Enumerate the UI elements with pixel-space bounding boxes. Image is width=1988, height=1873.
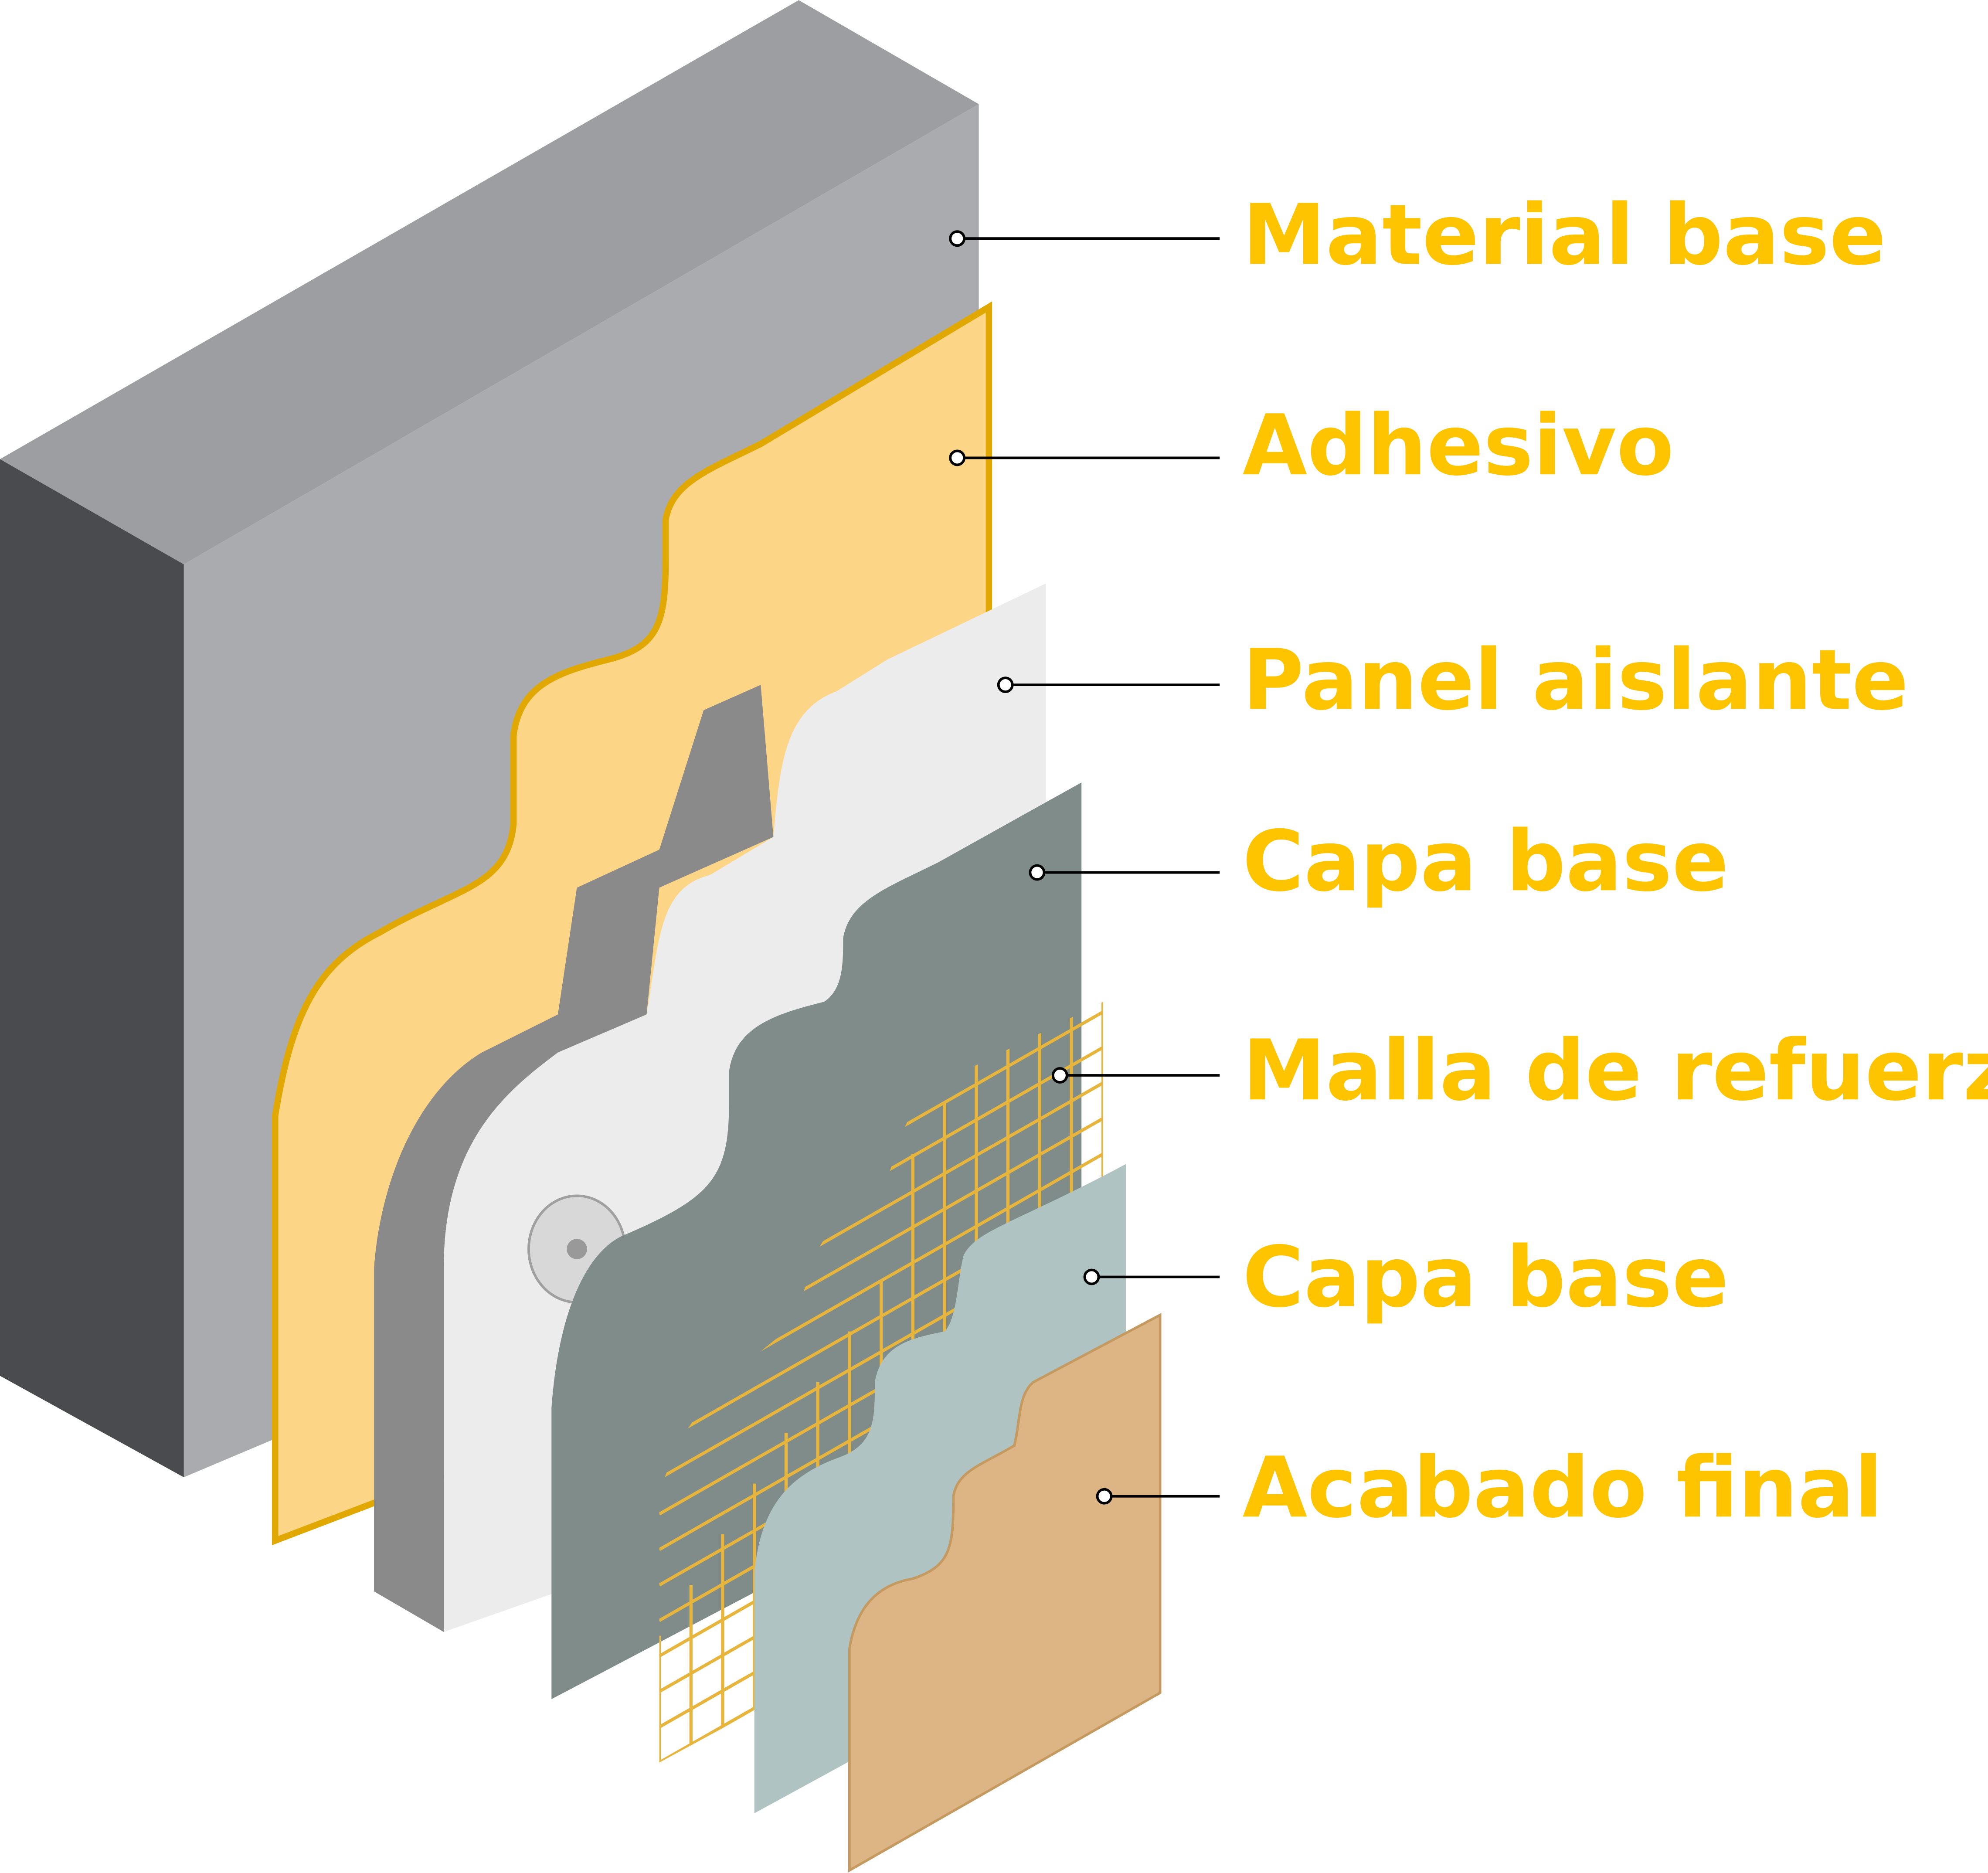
layer-label: Material base bbox=[1243, 187, 1886, 284]
layer-label: Capa base bbox=[1243, 1229, 1729, 1326]
layer-label: Panel aislante bbox=[1243, 632, 1909, 729]
leader-dot bbox=[1083, 1268, 1100, 1285]
concrete-top-face bbox=[0, 0, 979, 564]
finish-layer bbox=[848, 1312, 1162, 1873]
leader-dot bbox=[1051, 1067, 1068, 1084]
leader-dot bbox=[949, 230, 966, 247]
leader-dot bbox=[949, 449, 966, 466]
layer-label: Acabado final bbox=[1243, 1439, 1883, 1536]
leader-dot bbox=[1029, 864, 1046, 881]
concrete-side-face bbox=[0, 459, 184, 1478]
leader-dot bbox=[1096, 1488, 1113, 1505]
layer-label: Malla de refuerzo bbox=[1243, 1022, 1988, 1119]
layer-label: Capa base bbox=[1243, 813, 1729, 910]
leader-dot bbox=[997, 676, 1014, 693]
layer-label: Adhesivo bbox=[1243, 397, 1674, 494]
